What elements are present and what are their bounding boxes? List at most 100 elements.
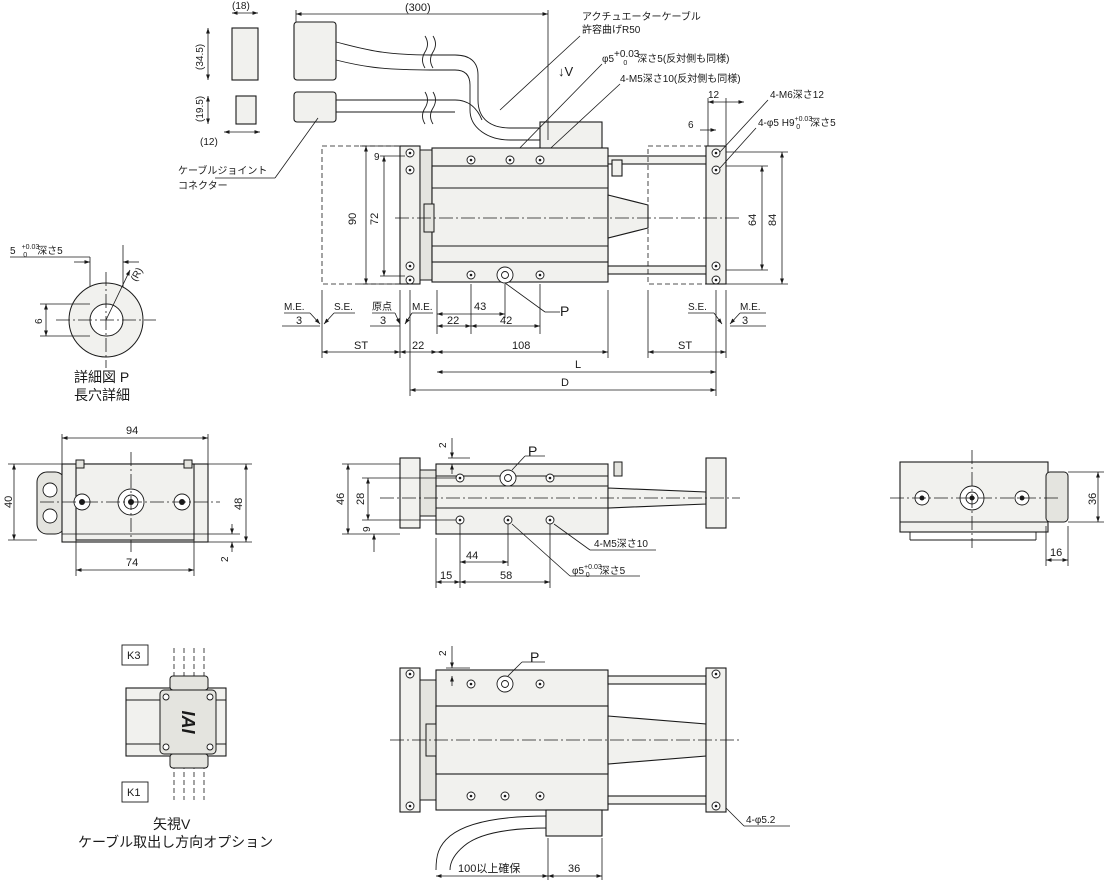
label-p-top: P bbox=[560, 303, 569, 319]
detail-p-title-1: 詳細図 P bbox=[74, 369, 129, 385]
view-v-title-2: ケーブル取出し方向オプション bbox=[78, 834, 273, 850]
label-me-mid: M.E. bbox=[412, 302, 433, 313]
actuator-cable-lower bbox=[336, 99, 483, 121]
front-dim-74: 74 bbox=[126, 557, 138, 569]
dim-12-top: 12 bbox=[708, 90, 720, 101]
side-dim-46: 46 bbox=[335, 493, 347, 505]
dim-connector-345: (34.5) bbox=[195, 44, 206, 70]
dim-22-table: 22 bbox=[447, 315, 459, 327]
actuator-cable-upper bbox=[335, 41, 545, 129]
side-dim-2: 2 bbox=[438, 442, 449, 448]
dim-22-plate: 22 bbox=[412, 340, 424, 352]
side-end-plate-left bbox=[399, 457, 421, 529]
side-label-p: P bbox=[528, 443, 537, 459]
k3-box bbox=[121, 644, 149, 666]
front-dim-48: 48 bbox=[233, 498, 245, 510]
end-dim-36: 36 bbox=[1087, 493, 1099, 505]
bottom-cable-housing bbox=[545, 809, 603, 837]
k3-label: K3 bbox=[127, 650, 140, 662]
dim-3-right: 3 bbox=[742, 315, 748, 327]
bellows-cone bbox=[607, 194, 649, 239]
front-dim-94: 94 bbox=[126, 425, 138, 437]
detail-p-dim-6: 6 bbox=[34, 318, 45, 324]
bottom-label-p: P bbox=[530, 649, 539, 665]
connector-block-small bbox=[293, 91, 337, 123]
end-dim-16: 16 bbox=[1050, 547, 1062, 559]
detail-p-radius: (R) bbox=[129, 266, 145, 284]
end-connector bbox=[1045, 471, 1069, 523]
dim-43: 43 bbox=[474, 301, 486, 313]
k1-box bbox=[121, 781, 149, 803]
side-stopper bbox=[613, 461, 623, 477]
cable-break-mark-2 bbox=[422, 91, 436, 125]
connector-side-large bbox=[231, 27, 259, 81]
label-me-left: M.E. bbox=[284, 302, 305, 313]
bottom-dim-2: 2 bbox=[438, 650, 449, 656]
view-v-connector-cover bbox=[159, 689, 217, 755]
label-se-left: S.E. bbox=[334, 302, 353, 313]
side-dim-58: 58 bbox=[500, 570, 512, 582]
front-dim-2: 2 bbox=[220, 556, 231, 562]
dim-cable-length: (300) bbox=[405, 2, 431, 14]
dim-3-left: 3 bbox=[296, 315, 302, 327]
dim-connector-195: (19.5) bbox=[195, 96, 206, 122]
bottom-cable bbox=[435, 815, 549, 871]
connector-block-large bbox=[293, 21, 337, 81]
dim-d: D bbox=[561, 377, 569, 389]
bottom-dim-100: 100以上確保 bbox=[458, 861, 520, 875]
dim-42: 42 bbox=[500, 315, 512, 327]
bottom-view: P 2 4-φ5.2 100以上確保 36 bbox=[390, 646, 790, 880]
dim-9-top: 9 bbox=[374, 152, 380, 163]
dim-64: 64 bbox=[747, 214, 759, 226]
dim-l: L bbox=[575, 359, 581, 371]
view-v-arrow: ↓V bbox=[558, 64, 574, 79]
side-dim-9: 9 bbox=[362, 526, 373, 532]
connector-side-small bbox=[235, 95, 257, 125]
guide-rod-upper bbox=[607, 155, 709, 165]
cable-note-1: アクチュエーターケーブル bbox=[582, 10, 701, 23]
dim-6-top: 6 bbox=[688, 120, 694, 131]
note-m6: 4-M6深さ12 bbox=[770, 89, 824, 101]
iai-logo: IAI bbox=[178, 710, 198, 734]
label-me-right: M.E. bbox=[740, 302, 761, 313]
bottom-guide-rod-lower bbox=[607, 795, 707, 805]
label-origin: 原点 bbox=[372, 301, 392, 313]
side-dim-15: 15 bbox=[440, 570, 452, 582]
side-note-m5: 4-M5深さ10 bbox=[594, 538, 648, 550]
side-rod-guide bbox=[419, 469, 437, 517]
side-end-plate-right bbox=[705, 457, 727, 529]
front-dim-40: 40 bbox=[3, 496, 15, 508]
dim-3-mid: 3 bbox=[380, 315, 386, 327]
dim-72: 72 bbox=[369, 213, 381, 225]
stopper-block bbox=[611, 159, 623, 177]
dim-st-left: ST bbox=[354, 340, 368, 352]
bottom-note-holes: 4-φ5.2 bbox=[746, 815, 776, 826]
dim-90: 90 bbox=[347, 213, 359, 225]
actuator-cable-upper-2 bbox=[335, 59, 545, 141]
front-view: 94 40 48 2 74 bbox=[3, 425, 252, 576]
top-view: (300) (18) (34.5) (19.5) (12) ケーブルジョイント … bbox=[178, 1, 836, 396]
cable-exit-housing bbox=[539, 121, 603, 151]
detail-p-title-2: 長穴詳細 bbox=[74, 387, 130, 403]
front-cable-connector bbox=[36, 471, 66, 535]
end-view: 36 16 bbox=[890, 450, 1104, 566]
actuator-table-top bbox=[431, 165, 609, 263]
bottom-guide-rod-upper bbox=[607, 675, 707, 685]
connector-label-1: ケーブルジョイント bbox=[178, 164, 267, 177]
guide-rod-lower bbox=[607, 265, 709, 275]
side-dim-44: 44 bbox=[466, 550, 478, 562]
view-v: K3 K1 IAI 矢視V ケーブル取出し方向オプション bbox=[78, 644, 273, 850]
note-m5: 4-M5深さ10(反対側も同様) bbox=[620, 72, 741, 85]
bottom-dim-36: 36 bbox=[568, 863, 580, 875]
dim-connector-12: (12) bbox=[200, 137, 218, 148]
dim-108: 108 bbox=[512, 340, 530, 352]
dim-connector-18: (18) bbox=[232, 1, 250, 12]
connector-label-2: コネクター bbox=[178, 180, 228, 192]
side-dim-28: 28 bbox=[355, 493, 367, 505]
k1-label: K1 bbox=[127, 787, 140, 799]
